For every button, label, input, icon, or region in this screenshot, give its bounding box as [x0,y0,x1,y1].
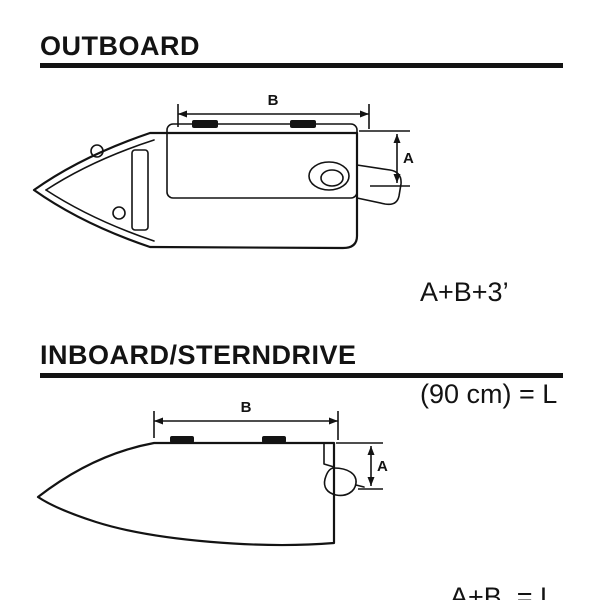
deck-cleat-1 [170,436,194,443]
deck-fitting-starboard [112,206,126,220]
inboard-formula: A+B = L [450,512,555,600]
section-title-inboard: INBOARD/STERNDRIVE [40,340,357,370]
gunwale-cleat-1 [192,120,218,128]
propeller-tick [355,484,365,488]
deck-cleat-2 [262,436,286,443]
outboard-motor-cowl [356,164,402,206]
outboard-formula: A+B+3’ (90 cm) = L [420,207,557,479]
motor-well-inner [320,169,344,187]
cockpit-outline [166,123,358,199]
dimension-b-label: B [268,92,279,109]
outboard-boat-drawing [32,120,402,250]
deck-fitting-port [90,144,104,158]
inboard-boat-drawing [36,436,365,547]
section-title-outboard: OUTBOARD [40,31,200,61]
title-underline-outboard [40,63,563,68]
bow-inner-line-bottom [45,189,155,242]
inboard-formula-line-1: A+B = L [450,582,556,600]
outboard-formula-line-1: A+B+3’ [420,277,509,307]
sterndrive-unit [323,467,357,497]
outboard-formula-line-2: (90 cm) = L [420,379,558,409]
dimension-a2-label: A [377,458,388,475]
dimension-a-label: A [403,150,414,167]
dimension-b2-label: B [241,399,252,416]
console [131,149,149,231]
inboard-dimensions: B A [153,399,388,490]
outboard-dimensions: B A [177,92,414,187]
transom-inner-line [323,442,335,468]
hull-profile [36,441,336,547]
bow-inner-line-top [45,139,155,191]
hull-outline [32,131,359,250]
title-underline-inboard [40,373,563,378]
gunwale-cleat-2 [290,120,316,128]
motor-well-outer [308,161,350,191]
